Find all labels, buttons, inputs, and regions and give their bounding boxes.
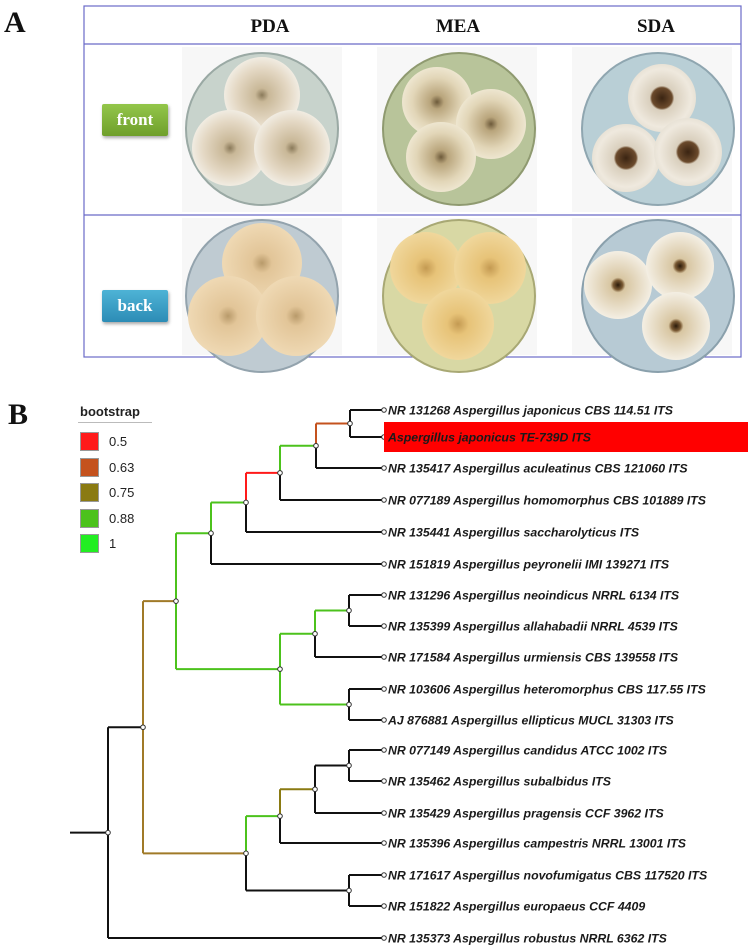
tree-tip [381,407,387,413]
legend-label: 0.63 [109,459,135,475]
tree-node [312,786,318,793]
taxon-label: NR 131296 Aspergillus neoindicus NRRL 61… [388,589,680,603]
sda-front-plate [572,47,735,212]
taxon-label: NR 151822 Aspergillus europaeus CCF 4409 [388,900,645,914]
taxon-label: NR 077189 Aspergillus homomorphus CBS 10… [388,494,707,508]
legend-title: bootstrap [80,404,140,419]
highlight-box [384,422,748,452]
tree-nodes [105,407,387,941]
tree-tip [381,778,387,784]
legend-label: 1 [109,536,117,552]
tree-node [140,724,146,731]
row-label-front: front [102,104,168,136]
tree-tip [381,935,387,941]
tree-node [243,499,249,506]
mea-back-plate [377,218,537,373]
tree-labels: NR 131268 Aspergillus japonicus CBS 114.… [384,404,748,946]
column-header-sda: SDA [636,16,675,37]
taxon-label: Aspergillus japonicus TE-739D ITS [387,431,592,445]
tree-node [312,630,318,637]
tree-node [346,762,352,769]
tree-tip [381,623,387,629]
taxon-label: NR 135399 Aspergillus allahabadii NRRL 4… [388,620,679,634]
tree-tip [381,592,387,598]
taxon-label: AJ 876881 Aspergillus ellipticus MUCL 31… [387,714,674,728]
tree-node [277,470,283,476]
tree-tip [381,529,387,535]
legend-swatch-red [80,432,99,452]
legend-swatch-lime [80,534,99,554]
taxon-label: NR 135441 Aspergillus saccharolyticus IT… [388,526,640,540]
tree-node [346,607,352,614]
tree-node [277,666,283,672]
legend-label: 0.5 [109,434,128,450]
taxon-label: NR 135417 Aspergillus aculeatinus CBS 12… [388,462,688,476]
taxon-label: NR 103606 Aspergillus heteromorphus CBS … [388,683,707,697]
tree-tip [381,903,387,909]
tree-tip [381,747,387,753]
sda-back-plate [572,218,735,373]
taxon-label: NR 135462 Aspergillus subalbidus ITS [388,775,612,789]
taxon-label: NR 135429 Aspergillus pragensis CCF 3962… [388,807,664,821]
taxon-label: NR 131268 Aspergillus japonicus CBS 114.… [388,404,674,418]
tree-node [208,530,214,537]
tree-tip [381,686,387,692]
taxon-label: NR 077149 Aspergillus candidus ATCC 1002… [388,744,668,758]
legend-entry: 0.5 [66,429,152,455]
taxon-label: NR 135396 Aspergillus campestris NRRL 13… [388,837,687,851]
panel-a-letter: A [4,6,26,39]
taxon-label: NR 135373 Aspergillus robustus NRRL 6362… [388,932,668,946]
legend-divider [78,422,152,423]
tree-node [346,887,352,894]
taxon-label: NR 171584 Aspergillus urmiensis CBS 1395… [388,651,679,665]
mea-front-plate [377,47,537,212]
legend-entry: 0.75 [66,480,152,506]
tree-node [346,701,352,708]
tree-tip [381,717,387,723]
column-header-pda: PDA [250,16,290,37]
tree-tip [381,654,387,660]
tree-node [347,420,353,427]
panel-b-letter: B [8,398,29,431]
legend-swatch-olive [80,483,99,503]
tree-branches [70,409,384,939]
tree-node [313,442,319,449]
column-header-mea: MEA [435,16,481,37]
tree-node [277,813,283,819]
taxon-label: NR 171617 Aspergillus novofumigatus CBS … [388,869,708,883]
legend-entry: 0.63 [66,455,152,481]
legend-swatch-green [80,508,99,528]
legend-entry: 0.88 [66,506,152,532]
tree-tip [381,872,387,878]
tree-tip [381,497,387,503]
tree-node [243,850,249,857]
legend-entry: 1 [66,531,152,557]
tree-tip [381,840,387,846]
tree-node [105,829,111,836]
pda-front-plate [182,47,342,212]
tree-tip [381,810,387,816]
row-label-back: back [102,290,168,322]
taxon-label: NR 151819 Aspergillus peyronelii IMI 139… [388,558,670,572]
bootstrap-legend: bootstrap 0.5 0.63 0.75 0.88 1 [66,404,152,557]
tree-tip [381,561,387,567]
legend-label: 0.75 [109,485,135,501]
legend-swatch-rust [80,457,99,477]
legend-label: 0.88 [109,510,135,526]
pda-back-plate [182,218,342,373]
tree-node [173,598,179,604]
tree-tip [381,465,387,471]
